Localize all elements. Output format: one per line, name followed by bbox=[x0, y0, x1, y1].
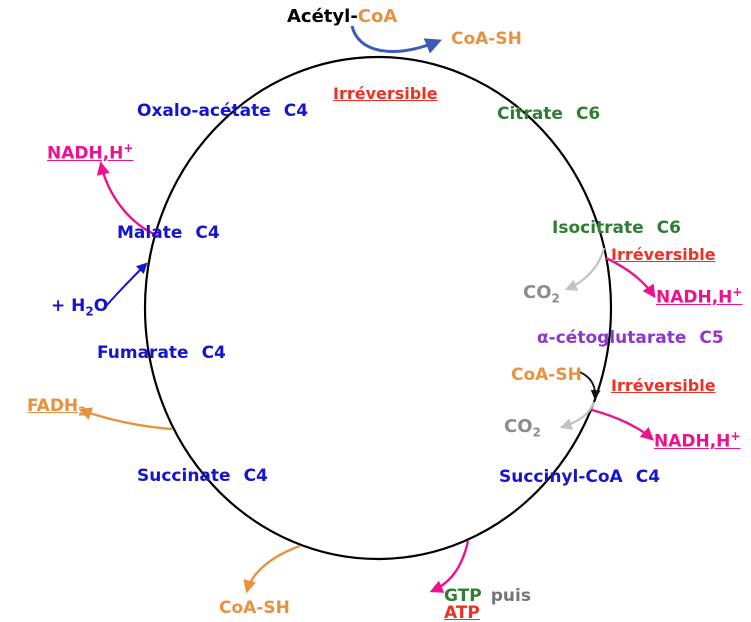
water-entry-arrow bbox=[105, 262, 148, 307]
succinate-label: Succinate C4 bbox=[137, 466, 268, 487]
nadh-base: NADH,H bbox=[656, 287, 733, 308]
cycle-circle bbox=[143, 55, 613, 561]
fadh2-arrow bbox=[78, 407, 173, 431]
carbon-count: C6 bbox=[656, 218, 681, 238]
irreversible-top-label: Irréversible bbox=[333, 84, 438, 103]
nadh-cetoglutarate-label: NADH,H+ bbox=[654, 429, 741, 452]
irreversible-isocitrate-label: Irréversible bbox=[611, 245, 716, 264]
carbon-count: C4 bbox=[283, 101, 309, 121]
nadh-malate-label: NADH,H+ bbox=[47, 141, 134, 164]
gtp-puis-label: GTP puis bbox=[444, 586, 531, 607]
citrate-label: Citrate C6 bbox=[497, 104, 601, 125]
carbon-count: C5 bbox=[699, 328, 724, 348]
carbon-count: C4 bbox=[243, 466, 268, 486]
metabolite-name: α-cétoglutarate bbox=[537, 328, 687, 348]
acetyl-coa-label: Acétyl-CoA bbox=[287, 6, 398, 28]
co2-sub: 2 bbox=[551, 291, 560, 306]
fadh2-sub: 2 bbox=[78, 404, 87, 419]
isocitrate-label: Isocitrate C6 bbox=[552, 218, 681, 239]
coa-sh-bottom-label: CoA-SH bbox=[219, 598, 290, 618]
nadh-malate-arrow bbox=[96, 161, 159, 238]
carbon-count: C4 bbox=[195, 223, 220, 243]
nadh-base: NADH,H bbox=[654, 431, 731, 452]
metabolite-name: Citrate bbox=[497, 104, 563, 124]
co2-base: CO bbox=[523, 282, 552, 303]
co2-cetoglutarate-arrow bbox=[559, 401, 596, 430]
fadh2-base: FADH bbox=[27, 396, 79, 416]
co2-base: CO bbox=[504, 416, 533, 437]
nadh-cetoglutarate-arrow bbox=[591, 408, 654, 441]
acetyl-coa-entry-arrow bbox=[350, 25, 443, 54]
nadh-sup: + bbox=[123, 141, 134, 155]
oxaloacetate-label: Oxalo-acétate C4 bbox=[137, 101, 309, 122]
metabolite-name: Fumarate bbox=[97, 343, 189, 363]
fadh2-label: FADH2 bbox=[27, 396, 87, 419]
co2-isocitrate-arrow bbox=[564, 247, 606, 291]
nadh-isocitrate-arrow bbox=[605, 256, 656, 299]
succinyl-coa-label: Succinyl-CoA C4 bbox=[499, 467, 661, 488]
puis-label: puis bbox=[490, 586, 531, 606]
co2-isocitrate-label: CO2 bbox=[523, 282, 560, 306]
metabolite-name: Isocitrate bbox=[552, 218, 644, 238]
coa-sh-release-arrow bbox=[243, 544, 301, 594]
carbon-count: C6 bbox=[575, 104, 601, 124]
metabolite-name: Malate bbox=[117, 223, 183, 243]
coa-sh-top-label: CoA-SH bbox=[451, 29, 522, 49]
nadh-sup: + bbox=[732, 285, 743, 299]
metabolite-name: Succinate bbox=[137, 466, 231, 486]
nadh-sup: + bbox=[730, 429, 741, 443]
nadh-base: NADH,H bbox=[47, 143, 124, 164]
acetyl-coa-prefix: Acétyl- bbox=[287, 6, 358, 27]
coa-sh-right-label: CoA-SH bbox=[511, 365, 582, 385]
metabolite-name: Succinyl-CoA bbox=[499, 467, 623, 487]
metabolite-name: Oxalo-acétate bbox=[137, 101, 271, 121]
irreversible-cetoglutarate-label: Irréversible bbox=[611, 376, 716, 395]
fumarate-label: Fumarate C4 bbox=[97, 343, 226, 364]
carbon-count: C4 bbox=[201, 343, 226, 363]
alpha-cetoglutarate-label: α-cétoglutarate C5 bbox=[537, 328, 724, 349]
water-sub: 2 bbox=[85, 304, 94, 319]
water-post: O bbox=[93, 296, 109, 316]
carbon-count: C4 bbox=[635, 467, 661, 487]
coa-sh-entry-arrow bbox=[576, 370, 601, 400]
atp-label: ATP bbox=[444, 603, 480, 622]
water-label: + H2O bbox=[51, 296, 109, 319]
malate-label: Malate C4 bbox=[117, 223, 220, 244]
co2-sub: 2 bbox=[532, 425, 541, 440]
nadh-isocitrate-label: NADH,H+ bbox=[656, 285, 743, 308]
gtp-label: GTP bbox=[444, 586, 482, 606]
water-pre: + H bbox=[51, 296, 86, 316]
co2-cetoglutarate-label: CO2 bbox=[504, 416, 541, 440]
gtp-arrow bbox=[429, 540, 470, 593]
acetyl-coa-suffix: CoA bbox=[357, 6, 398, 27]
